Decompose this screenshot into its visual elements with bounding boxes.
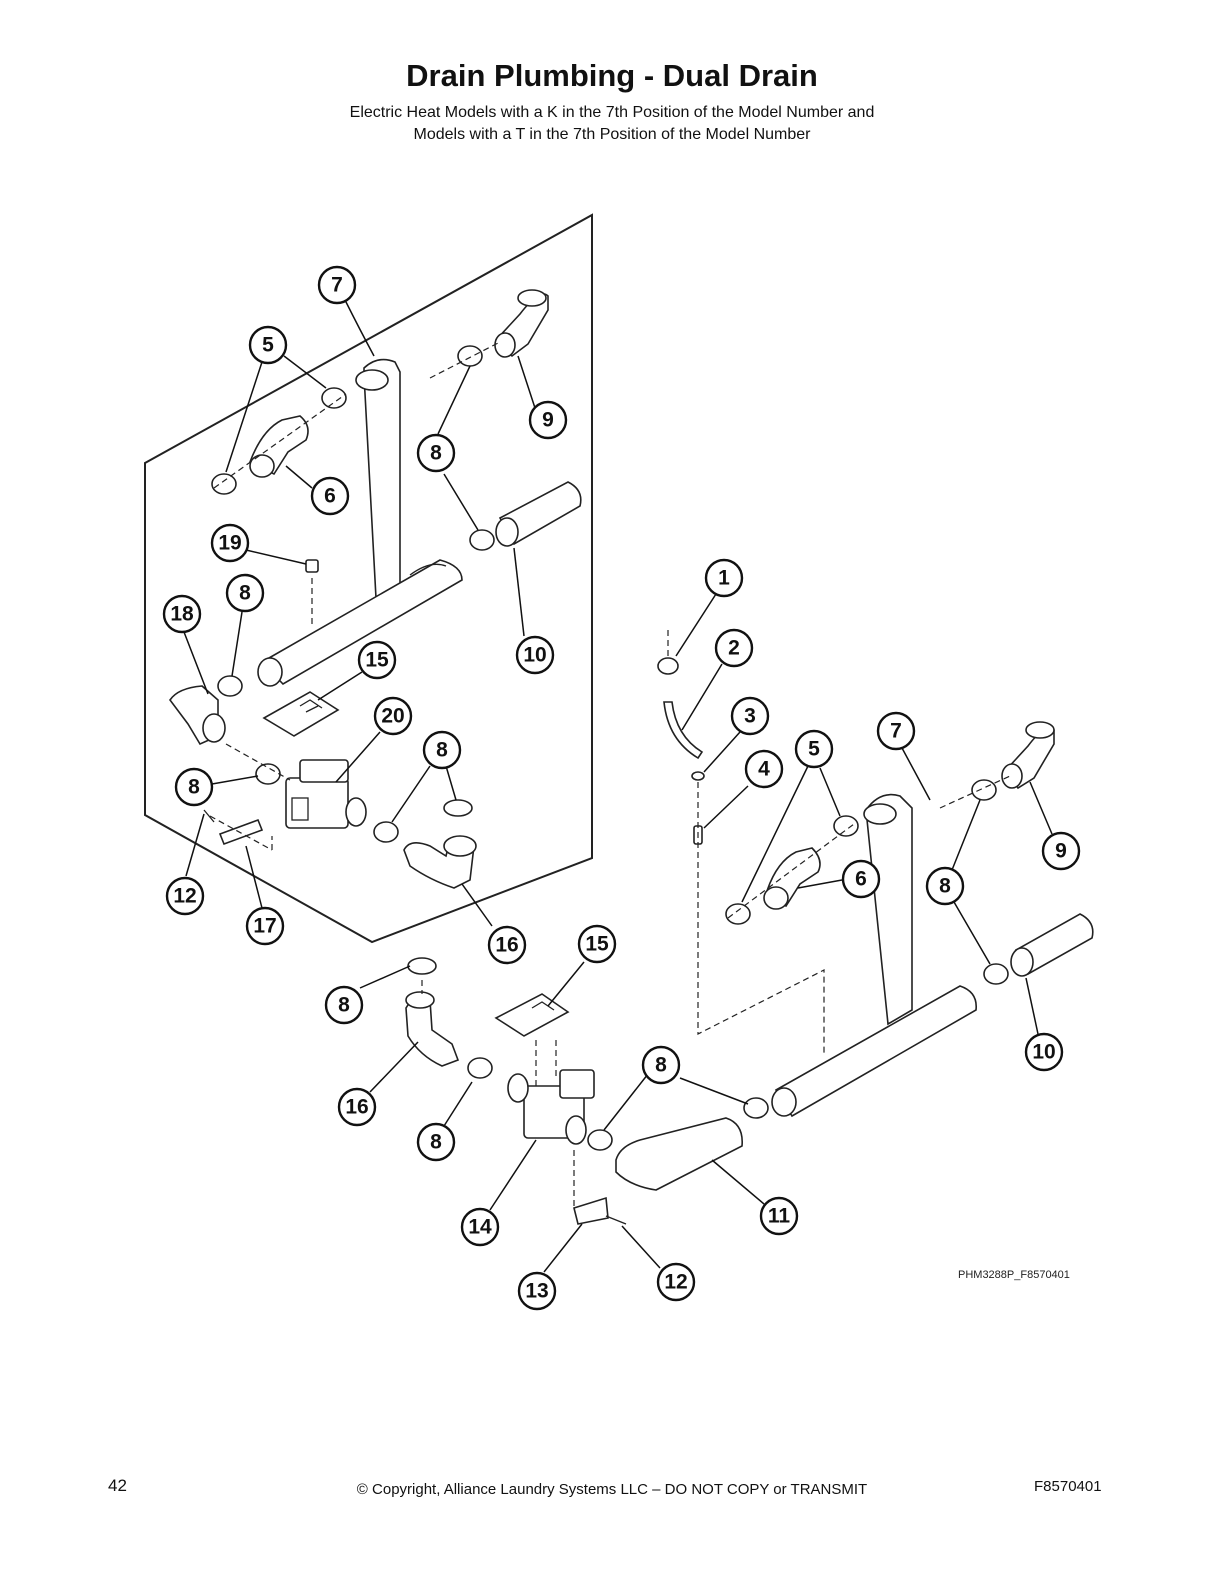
svg-text:8: 8 <box>338 994 350 1017</box>
svg-text:10: 10 <box>1032 1041 1055 1064</box>
svg-text:8: 8 <box>939 875 951 898</box>
svg-text:7: 7 <box>890 720 902 743</box>
svg-text:9: 9 <box>542 409 554 432</box>
left-assembly <box>169 289 582 889</box>
callout-5-left: 5 <box>248 325 288 365</box>
callout-9-left: 9 <box>528 400 568 440</box>
svg-text:8: 8 <box>188 776 200 799</box>
svg-text:5: 5 <box>808 738 820 761</box>
document-number: F8570401 <box>1034 1478 1102 1495</box>
svg-text:16: 16 <box>345 1096 368 1119</box>
hose-clamps-left <box>211 345 495 843</box>
callout-5-right: 5 <box>794 729 834 769</box>
page-number: 42 <box>108 1476 127 1495</box>
subtitle-line-1: Electric Heat Models with a K in the 7th… <box>349 104 875 121</box>
svg-text:5: 5 <box>262 334 274 357</box>
svg-text:20: 20 <box>381 705 404 728</box>
callout-3: 3 <box>730 696 770 736</box>
callout-8-left-b: 8 <box>225 573 265 613</box>
right-assembly <box>405 630 1094 1225</box>
callout-16-left: 16 <box>487 925 527 965</box>
svg-text:8: 8 <box>436 739 448 762</box>
callout-layer: 7 5 9 6 8 19 18 8 10 15 20 8 8 12 17 16 … <box>162 265 1081 1311</box>
callout-8-left-d: 8 <box>174 767 214 807</box>
diagram-reference-code: PHM3288P_F8570401 <box>958 1269 1070 1281</box>
callout-7-left: 7 <box>317 265 357 305</box>
callout-16-right: 16 <box>337 1087 377 1127</box>
callout-13: 13 <box>517 1271 557 1311</box>
callout-6-right: 6 <box>841 859 881 899</box>
svg-text:6: 6 <box>324 485 336 508</box>
svg-text:12: 12 <box>664 1271 687 1294</box>
svg-text:6: 6 <box>855 868 867 891</box>
page-title: Drain Plumbing - Dual Drain <box>406 58 818 93</box>
svg-text:15: 15 <box>365 649 389 672</box>
callout-8-mid-b: 8 <box>416 1122 456 1162</box>
svg-text:19: 19 <box>218 532 241 555</box>
callout-12-right: 12 <box>656 1262 696 1302</box>
svg-text:9: 9 <box>1055 840 1067 863</box>
callout-7-right: 7 <box>876 711 916 751</box>
copyright-notice: © Copyright, Alliance Laundry Systems LL… <box>356 1481 868 1498</box>
callout-19: 19 <box>210 523 250 563</box>
svg-text:8: 8 <box>430 1131 442 1154</box>
leader-lines <box>183 299 1053 1273</box>
svg-text:18: 18 <box>170 603 194 626</box>
svg-text:8: 8 <box>655 1054 667 1077</box>
callout-17: 17 <box>245 906 285 946</box>
svg-text:12: 12 <box>173 885 196 908</box>
svg-text:16: 16 <box>495 934 518 957</box>
svg-text:13: 13 <box>525 1280 548 1303</box>
callout-4: 4 <box>744 749 784 789</box>
svg-text:10: 10 <box>523 644 546 667</box>
callout-2: 2 <box>714 628 754 668</box>
svg-text:4: 4 <box>758 758 770 781</box>
callout-12-left: 12 <box>165 876 205 916</box>
svg-text:14: 14 <box>468 1216 492 1239</box>
callout-8-left-c: 8 <box>422 730 462 770</box>
callout-8-mid-c: 8 <box>641 1045 681 1085</box>
callout-6-left: 6 <box>310 476 350 516</box>
svg-text:11: 11 <box>768 1205 791 1228</box>
callout-18: 18 <box>162 594 202 634</box>
svg-text:15: 15 <box>585 933 609 956</box>
callout-15-left: 15 <box>357 640 397 680</box>
hose-clamps-right <box>407 779 1009 1151</box>
callout-8-left-a: 8 <box>416 433 456 473</box>
svg-text:3: 3 <box>744 705 756 728</box>
callout-15-right: 15 <box>577 924 617 964</box>
callout-8-mid-a: 8 <box>324 985 364 1025</box>
svg-text:7: 7 <box>331 274 343 297</box>
callout-10-right: 10 <box>1024 1032 1064 1072</box>
callout-11: 11 <box>759 1196 799 1236</box>
callout-14: 14 <box>460 1207 500 1247</box>
callout-9-right: 9 <box>1041 831 1081 871</box>
subtitle-line-2: Models with a T in the 7th Position of t… <box>413 126 811 143</box>
callout-20: 20 <box>373 696 413 736</box>
svg-text:1: 1 <box>718 567 730 590</box>
mounting-panel <box>144 213 593 944</box>
callout-1: 1 <box>704 558 744 598</box>
svg-text:2: 2 <box>728 637 740 660</box>
callout-10-left: 10 <box>515 635 555 675</box>
svg-text:17: 17 <box>253 915 276 938</box>
svg-text:8: 8 <box>430 442 442 465</box>
callout-8-right-a: 8 <box>925 866 965 906</box>
svg-text:8: 8 <box>239 582 251 605</box>
